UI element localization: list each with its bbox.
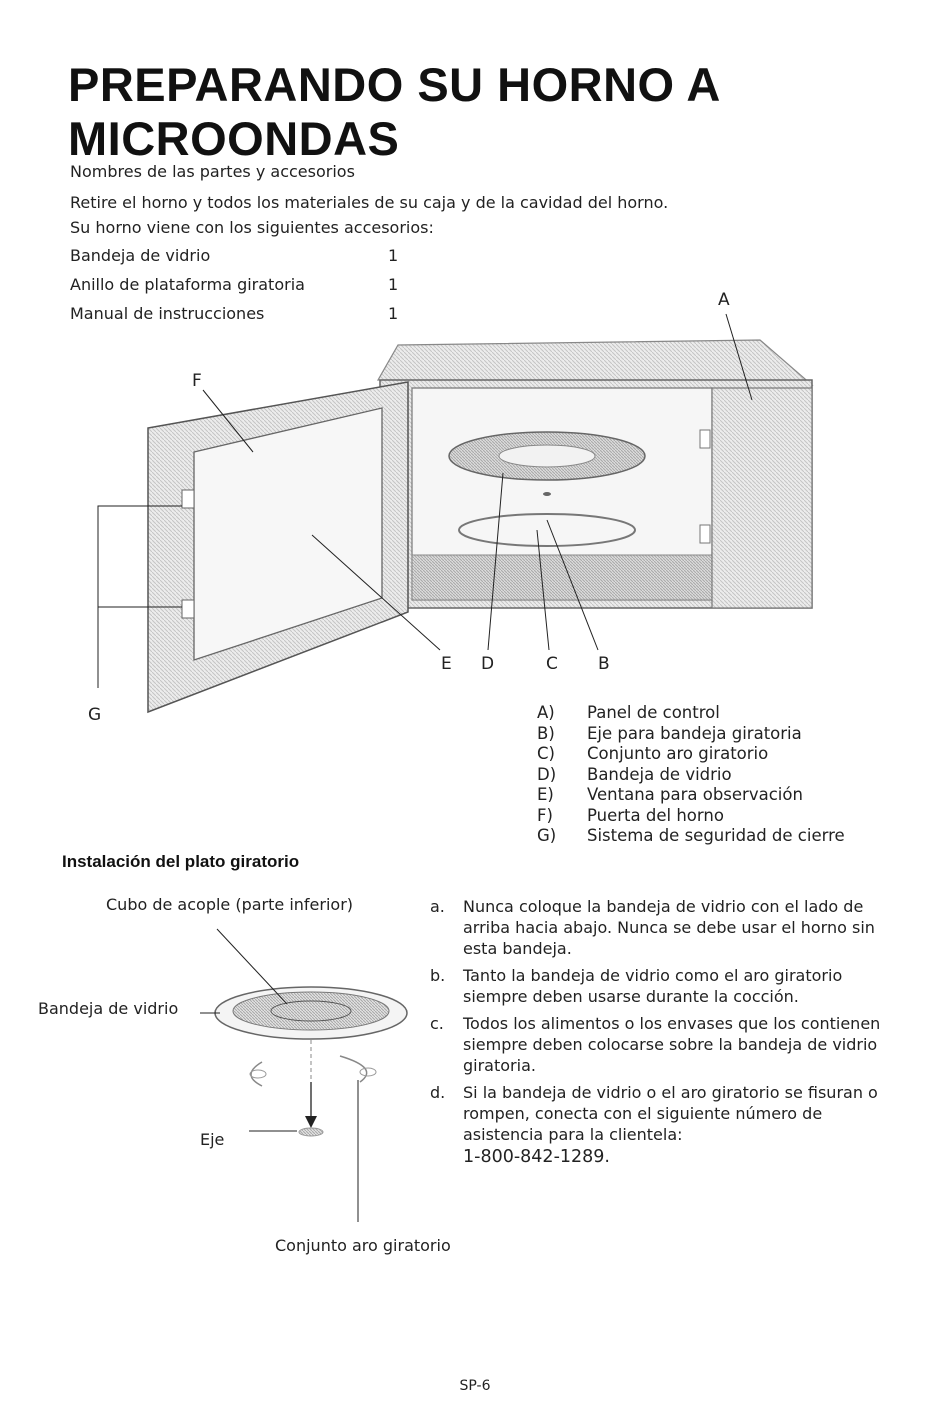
label-d: D (481, 654, 494, 674)
label-f: F (192, 371, 202, 391)
accessory-row: Manual de instrucciones 1 (70, 299, 398, 328)
legend-name: Puerta del horno (587, 805, 724, 825)
legend-row: E) Ventana para observación (537, 785, 845, 806)
accessory-qty: 1 (388, 246, 399, 265)
subtitle: Nombres de las partes y accesorios (70, 162, 355, 181)
label-g: G (88, 705, 101, 725)
microwave-oven-diagram: A F E D C B G (88, 290, 814, 725)
legend-row: A) Panel de control (537, 703, 845, 724)
legend-name: Sistema de seguridad de cierre (587, 826, 845, 845)
label-a: A (718, 290, 730, 310)
legend-row: D) Bandeja de vidrio (537, 765, 845, 786)
label-b: B (598, 654, 610, 674)
parts-legend: A) Panel de control B) Eje para bandeja gi… (537, 703, 845, 847)
intro-line-2: Su horno viene con los siguientes acceso… (70, 218, 434, 237)
instruction-letter: c. (430, 1014, 444, 1033)
instruction-text: Nunca coloque la bandeja de vidrio con e… (463, 897, 875, 958)
intro-line-1: Retire el horno y todos los materiales d… (70, 193, 669, 212)
installation-instructions: a. Nunca coloque la bandeja de vidrio co… (430, 896, 903, 1169)
legend-letter: D) (537, 764, 557, 784)
label-c: C (546, 654, 558, 674)
instruction-text: Si la bandeja de vidrio o el aro girator… (463, 1083, 878, 1144)
label-ring: Conjunto aro giratorio (275, 1236, 451, 1255)
accessory-name: Anillo de plataforma giratoria (70, 275, 305, 294)
accessories-list: Bandeja de vidrio 1 Anillo de plataforma… (70, 241, 398, 328)
instruction-letter: a. (430, 897, 445, 916)
section-heading: Instalación del plato giratorio (62, 852, 300, 871)
turntable-leader-lines (200, 928, 359, 1222)
accessory-qty: 1 (388, 304, 399, 323)
legend-row: C) Conjunto aro giratorio (537, 744, 845, 765)
page-title: PREPARANDO SU HORNO A MICROONDAS (68, 58, 720, 165)
accessory-row: Bandeja de vidrio 1 (70, 241, 398, 270)
accessory-name: Manual de instrucciones (70, 304, 265, 323)
roller-ring (458, 513, 636, 547)
axis-arrow-head (305, 1116, 317, 1128)
legend-letter: A) (537, 703, 555, 722)
legend-row: B) Eje para bandeja giratoria (537, 724, 845, 745)
legend-letter: G) (537, 826, 557, 845)
page-number: SP-6 (459, 1378, 491, 1394)
legend-name: Bandeja de vidrio (587, 764, 732, 784)
accessory-qty: 1 (388, 275, 399, 294)
instruction-letter: d. (430, 1083, 446, 1102)
leader-lines (97, 313, 753, 688)
latch-slot-lower (699, 524, 711, 544)
oven-top (376, 339, 814, 386)
support-phone-number: 1-800-842-1289. (463, 1147, 610, 1167)
legend-name: Ventana para observación (587, 785, 803, 804)
legend-row: F) Puerta del horno (537, 806, 845, 827)
instruction-text: Tanto la bandeja de vidrio como el aro g… (463, 966, 843, 1006)
legend-name: Conjunto aro giratorio (587, 744, 769, 763)
turntable-diagram (200, 928, 408, 1222)
control-panel (711, 387, 813, 609)
instruction-item: a. Nunca coloque la bandeja de vidrio co… (430, 896, 903, 959)
shaft (298, 1127, 324, 1137)
door-latch-lower (181, 599, 195, 619)
accessory-name: Bandeja de vidrio (70, 246, 211, 265)
legend-letter: B) (537, 723, 555, 743)
accessory-row: Anillo de plataforma giratoria 1 (70, 270, 398, 299)
label-shaft: Eje (200, 1130, 225, 1149)
roller-left (249, 1069, 267, 1079)
tray-hub (270, 1000, 352, 1022)
legend-name: Panel de control (587, 703, 720, 722)
turntable-shaft (543, 492, 551, 496)
legend-letter: E) (537, 785, 554, 804)
legend-row: G) Sistema de seguridad de cierre (537, 826, 845, 847)
legend-letter: C) (537, 744, 555, 763)
roller-right (359, 1067, 377, 1077)
instruction-letter: b. (430, 966, 446, 985)
label-e: E (441, 654, 452, 674)
instruction-text: Todos los alimentos o los envases que lo… (463, 1014, 881, 1075)
cavity-floor (411, 554, 713, 601)
door-latch-upper (181, 489, 195, 509)
legend-name: Eje para bandeja giratoria (587, 723, 802, 743)
ring-arc-left (250, 1061, 263, 1087)
legend-letter: F) (537, 805, 553, 825)
latch-slot-upper (699, 429, 711, 449)
instruction-item: c. Todos los alimentos o los envases que… (430, 1013, 903, 1076)
label-tray: Bandeja de vidrio (38, 999, 179, 1018)
instruction-item: b. Tanto la bandeja de vidrio como el ar… (430, 965, 903, 1007)
instruction-item: d. Si la bandeja de vidrio o el aro gira… (430, 1082, 903, 1145)
label-hub: Cubo de acople (parte inferior) (106, 895, 354, 914)
glass-tray-hub (498, 444, 596, 468)
